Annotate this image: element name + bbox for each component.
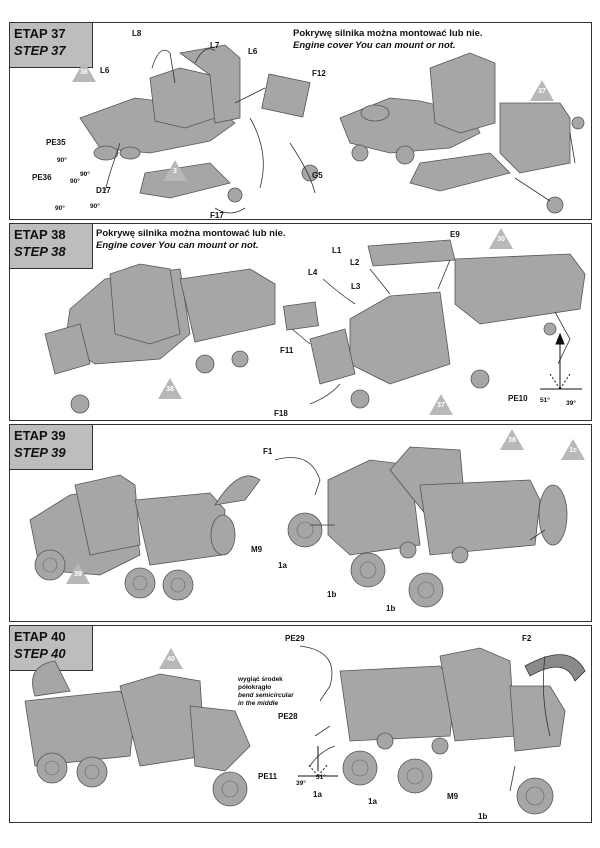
angle-label: 90° <box>90 203 100 210</box>
step-39-etap-label: ETAP 39 <box>14 428 66 443</box>
angle-label: 39° <box>566 400 576 407</box>
reference-number: 37 <box>538 88 546 95</box>
step-37-step-label: STEP 37 <box>14 43 66 58</box>
reference-number: 1c <box>569 447 577 454</box>
part-label: G5 <box>312 171 323 180</box>
reference-number: 38 <box>166 386 174 393</box>
angle-label: 90° <box>57 157 67 164</box>
step-37-drawing <box>79 44 585 214</box>
step-37-note-en: Engine cover You can mount or not. <box>293 40 456 51</box>
step-39-panel: ETAP 39 STEP 39 <box>9 424 592 622</box>
part-label: PE11 <box>258 772 278 781</box>
step-38-note-pl: Pokrywę silnika można montować lub nie. <box>96 228 286 239</box>
part-label: PE28 <box>278 712 298 721</box>
step-37-panel: ETAP 37 STEP 37 Pokrywę silnika można mo… <box>9 22 592 220</box>
part-label: F1 <box>263 447 273 456</box>
step-37-header: ETAP 37 STEP 37 <box>10 23 93 68</box>
step-37-note-pl: Pokrywę silnika można montować lub nie. <box>293 28 483 39</box>
part-label: L2 <box>350 258 360 267</box>
part-label: PE36 <box>32 173 52 182</box>
angle-label: 51° <box>540 397 550 404</box>
step-40-drawing <box>24 645 586 815</box>
bend-note-en-2: in the middle <box>238 700 279 707</box>
part-label: L6 <box>248 47 258 56</box>
part-label: M9 <box>447 792 459 801</box>
reference-number: 3 <box>173 168 177 175</box>
bend-note-en-1: bend semicircular <box>238 692 294 699</box>
part-label: 1a <box>368 797 377 806</box>
part-label: L1 <box>332 246 342 255</box>
bend-note-pl-2: półokrągło <box>238 684 272 691</box>
part-label: F12 <box>312 69 326 78</box>
reference-number: 30 <box>497 236 505 243</box>
bend-note-pl-1: wygiąć środek <box>238 676 283 683</box>
part-label: L8 <box>132 29 142 38</box>
angle-label: 51° <box>316 774 326 781</box>
step-40-panel: ETAP 40 STEP 40 <box>9 625 592 823</box>
bend-instruction: wygiąć środek półokrągło bend semicircul… <box>238 676 294 708</box>
part-label: PE29 <box>285 634 305 643</box>
part-label: L6 <box>100 66 110 75</box>
part-label: E9 <box>450 230 460 239</box>
reference-number: 39 <box>74 571 82 578</box>
step-38-step-label: STEP 38 <box>14 244 66 259</box>
part-label: F11 <box>280 346 294 355</box>
step-40-step-label: STEP 40 <box>14 646 66 661</box>
step-39-header: ETAP 39 STEP 39 <box>10 425 93 470</box>
part-label: 1a <box>313 790 322 799</box>
part-label: 1b <box>386 604 396 613</box>
part-label: 1a <box>278 561 287 570</box>
part-label: L3 <box>351 282 361 291</box>
step-38-drawing <box>44 239 586 414</box>
step-37-note: Pokrywę silnika można montować lub nie. … <box>293 28 483 52</box>
part-label: L7 <box>210 41 220 50</box>
step-40-etap-label: ETAP 40 <box>14 629 66 644</box>
part-label: 1b <box>327 590 337 599</box>
part-label: F18 <box>274 409 288 418</box>
angle-label: 90° <box>70 178 80 185</box>
part-label: D17 <box>96 186 111 195</box>
angle-label: 90° <box>80 171 90 178</box>
angle-label: 39° <box>296 780 306 787</box>
step-38-note-en: Engine cover You can mount or not. <box>96 240 259 251</box>
part-label: PE35 <box>46 138 66 147</box>
step-38-panel: ETAP 38 STEP 38 Pokrywę silnika można mo… <box>9 223 592 421</box>
step-37-etap-label: ETAP 37 <box>14 26 66 41</box>
part-label: F17 <box>210 211 224 220</box>
part-label: M9 <box>251 545 263 554</box>
part-label: L4 <box>308 268 318 277</box>
reference-number: 37 <box>437 402 445 409</box>
step-39-drawing <box>29 446 568 608</box>
part-label: F2 <box>522 634 532 643</box>
angle-label: 90° <box>55 205 65 212</box>
part-label: 1b <box>478 812 488 821</box>
reference-number: 38 <box>508 437 516 444</box>
step-38-header: ETAP 38 STEP 38 <box>10 224 93 269</box>
step-38-note: Pokrywę silnika można montować lub nie. … <box>96 228 286 252</box>
part-label: PE10 <box>508 394 528 403</box>
reference-number: 40 <box>167 656 175 663</box>
reference-number: 36 <box>80 69 88 76</box>
step-38-etap-label: ETAP 38 <box>14 227 66 242</box>
step-39-step-label: STEP 39 <box>14 445 66 460</box>
